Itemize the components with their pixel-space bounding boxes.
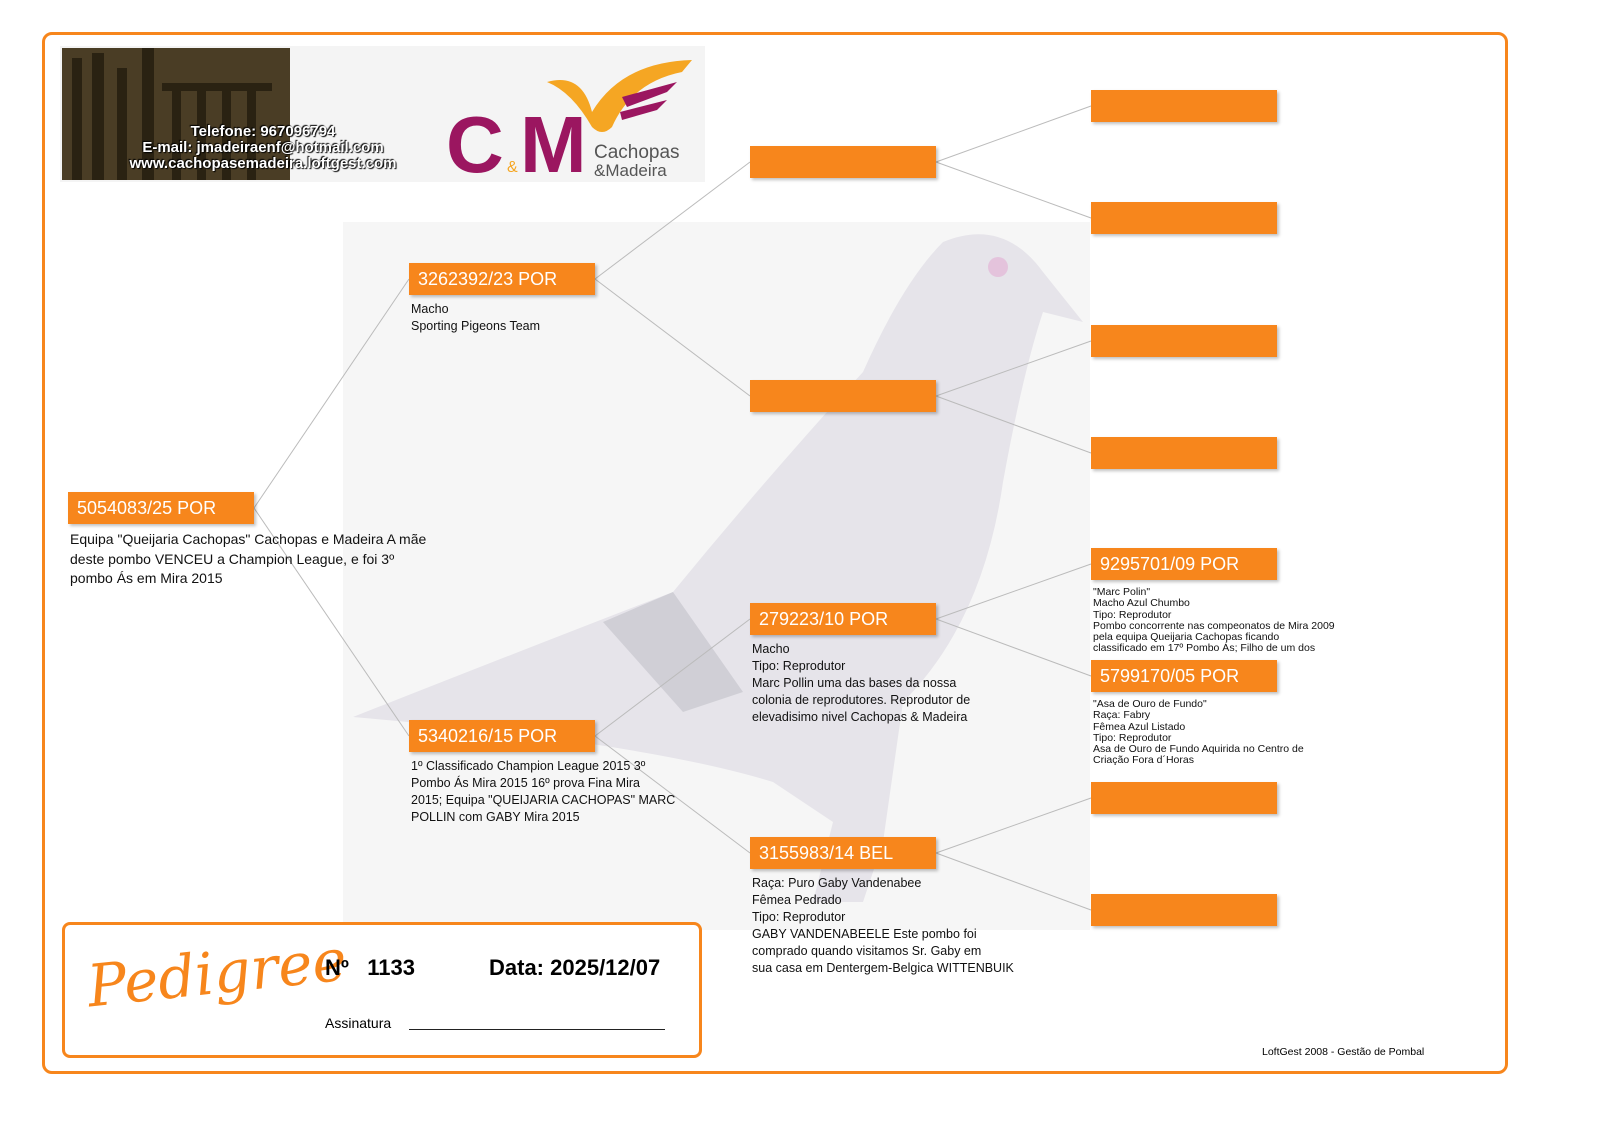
gen3-info-5: "Marc Polin" Macho Azul Chumbo Tipo: Rep…	[1093, 586, 1335, 655]
signature-label: Assinatura	[325, 1015, 392, 1031]
svg-text:&Madeira: &Madeira	[594, 161, 667, 180]
gen3-ring-6[interactable]: 5799170/05 POR	[1091, 660, 1277, 692]
page-frame	[42, 32, 1508, 1074]
subject-info: Equipa "Queijaria Cachopas" Cachopas e M…	[70, 531, 427, 586]
cm-logo: C & M Cachopas &Madeira	[446, 60, 692, 182]
svg-text:C: C	[446, 100, 504, 182]
sire-ring[interactable]: 3262392/23 POR	[409, 263, 595, 295]
signature-line	[409, 1029, 665, 1030]
svg-text:M: M	[520, 100, 587, 182]
sire-info: Macho Sporting Pigeons Team	[411, 302, 541, 333]
ruins-image	[62, 48, 290, 180]
certificate-date: Data: 2025/12/07	[489, 955, 661, 980]
number-value: 1133	[367, 955, 416, 980]
gen3-info-6: "Asa de Ouro de Fundo" Raça: Fabry Fêmea…	[1093, 698, 1304, 767]
pedigree-title: Pedigree	[84, 925, 350, 1021]
website[interactable]: www.cachopasemadeira.loftgest.com	[129, 155, 397, 172]
phone: Telefone: 967096794	[190, 123, 336, 140]
email[interactable]: E-mail: jmadeiraenf@hotmail.com	[142, 139, 384, 156]
gen2-info-3: Macho Tipo: Reprodutor Marc Pollin uma d…	[752, 642, 971, 724]
gen2-ring-1[interactable]	[750, 146, 936, 178]
gen3-ring-1[interactable]	[1091, 90, 1277, 122]
gen3-ring-3[interactable]	[1091, 325, 1277, 357]
dam-info: 1º Classificado Champion League 2015 3º …	[411, 759, 676, 824]
gen3-ring-5[interactable]: 9295701/09 POR	[1091, 548, 1277, 580]
certificate-box: Pedigree Nº 1133 Data: 2025/12/07 Assina…	[62, 922, 702, 1058]
certificate-number: Nº 1133	[325, 955, 415, 981]
gen2-ring-4[interactable]: 3155983/14 BEL	[750, 837, 936, 869]
number-label: Nº	[325, 955, 349, 980]
dam-ring[interactable]: 5340216/15 POR	[409, 720, 595, 752]
gen3-ring-2[interactable]	[1091, 202, 1277, 234]
gen3-ring-4[interactable]	[1091, 437, 1277, 469]
gen3-ring-8[interactable]	[1091, 894, 1277, 926]
gen2-info-4: Raça: Puro Gaby Vandenabee Fêmea Pedrado…	[752, 876, 1014, 975]
subject-ring[interactable]: 5054083/25 POR	[68, 492, 254, 524]
gen2-ring-3[interactable]: 279223/10 POR	[750, 603, 936, 635]
gen3-ring-7[interactable]	[1091, 782, 1277, 814]
contact-info: Telefone: 967096794 E-mail: jmadeiraenf@…	[98, 124, 428, 172]
svg-text:Cachopas: Cachopas	[594, 142, 680, 163]
footer-credit: LoftGest 2008 - Gestão de Pombal	[1262, 1046, 1425, 1058]
svg-text:&: &	[507, 159, 518, 176]
gen2-ring-2[interactable]	[750, 380, 936, 412]
